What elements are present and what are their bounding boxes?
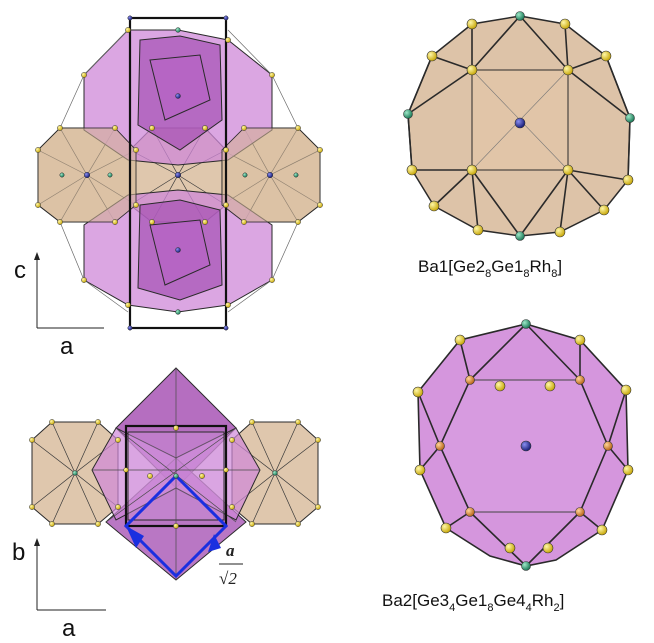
ba2-polyhedron: Ba2[Ge34Ge18Ge44Rh2] <box>382 319 634 614</box>
unit-cell-outline <box>128 16 228 330</box>
fraction-numerator: a <box>226 541 235 560</box>
axes-ab <box>34 538 106 611</box>
axis-label-a-top: a <box>60 333 74 360</box>
ba1-polyhedron: Ba1[Ge28Ge18Rh8] <box>403 11 635 280</box>
subcell-arrow-left <box>126 526 144 548</box>
ba1-atom <box>514 117 526 129</box>
structure-view-ac: c a <box>14 15 323 360</box>
caption-ba2: Ba2[Ge34Ge18Ge44Rh2] <box>382 591 564 614</box>
atoms-ab <box>29 419 321 529</box>
axes-ac <box>34 252 104 329</box>
axis-label-c: c <box>14 257 26 284</box>
fraction-denominator: √2 <box>219 569 237 588</box>
structure-view-ab: b a a √2 <box>12 367 321 642</box>
subcell-arrow-right <box>208 534 221 552</box>
fraction-label: a √2 <box>219 541 243 588</box>
ba2-atom <box>520 440 532 452</box>
subcell-outline <box>123 473 229 579</box>
caption-ba1: Ba1[Ge28Ge18Rh8] <box>418 257 562 280</box>
axis-label-b: b <box>12 539 25 566</box>
atoms-ac <box>35 15 323 331</box>
axis-label-a-bottom: a <box>62 615 76 642</box>
